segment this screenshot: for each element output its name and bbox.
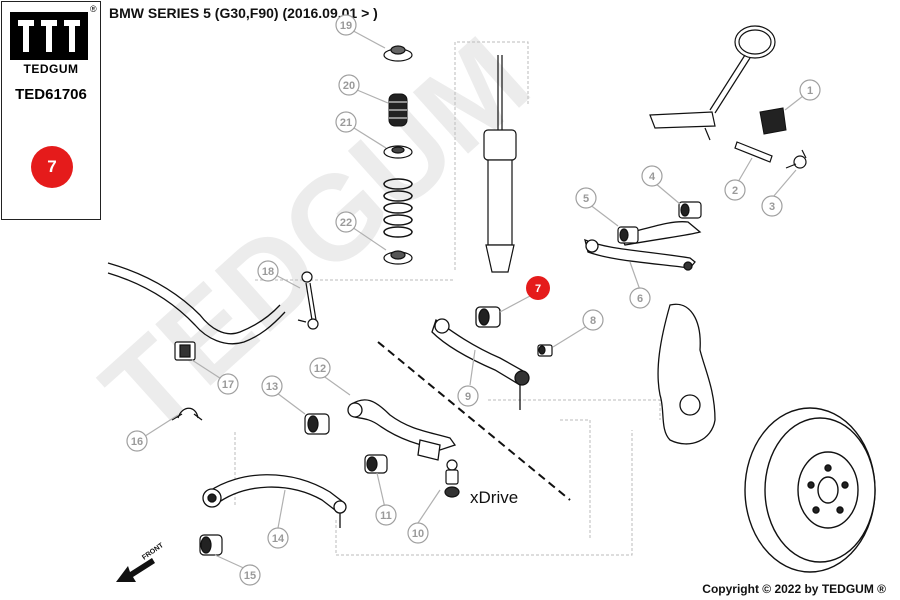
- svg-text:16: 16: [131, 436, 143, 448]
- svg-text:4: 4: [649, 171, 656, 183]
- front-direction-arrow: FRONT: [116, 542, 165, 582]
- svg-text:11: 11: [380, 510, 392, 522]
- svg-text:5: 5: [583, 193, 589, 205]
- callout-5: 5: [575, 187, 597, 209]
- lower-spring-seat: [383, 250, 413, 265]
- svg-text:10: 10: [412, 528, 424, 540]
- coil-spring: [383, 178, 413, 238]
- part-number: TED61706: [15, 86, 87, 103]
- svg-text:7: 7: [535, 283, 541, 295]
- callout-6: 6: [629, 287, 651, 309]
- callout-14: 14: [267, 527, 289, 549]
- bushing-15: [199, 534, 223, 556]
- steering-knuckle: [657, 303, 716, 445]
- steering-column: [649, 25, 776, 141]
- tedgum-logo: [10, 12, 88, 60]
- lower-wishbone-12: [347, 399, 457, 461]
- upper-arm-bushing-5: [617, 226, 639, 244]
- callout-19: 19: [335, 14, 357, 36]
- tension-strut-14: [202, 474, 347, 528]
- strut-mount: [383, 45, 413, 62]
- svg-text:19: 19: [340, 20, 352, 32]
- copyright-notice: Copyright © 2022 by TEDGUM ®: [702, 582, 886, 596]
- xdrive-label: xDrive: [470, 488, 518, 507]
- callout-3: 3: [761, 195, 783, 217]
- svg-text:14: 14: [272, 533, 285, 545]
- lower-front-arm: [431, 318, 530, 410]
- upper-arm-bushing-4: [678, 201, 702, 219]
- vehicle-title: BMW SERIES 5 (G30,F90) (2016.09.01 > ): [109, 5, 378, 21]
- svg-text:15: 15: [244, 570, 256, 582]
- upper-control-arm: [584, 221, 702, 271]
- callout-18: 18: [257, 260, 279, 282]
- shock-absorber: [483, 55, 517, 273]
- callouts: 1 2 3 4 5 6 7 8 9 10 11 12 13 14 15 16 1…: [126, 14, 821, 586]
- watermark-text: TEDGUM: [78, 12, 554, 460]
- callout-8: 8: [582, 309, 604, 331]
- bushing-13: [304, 413, 330, 435]
- bushing-8: [537, 344, 553, 357]
- xdrive-divider: [377, 341, 571, 501]
- callout-17: 17: [217, 373, 239, 395]
- callout-22: 22: [335, 211, 357, 233]
- svg-text:3: 3: [769, 201, 775, 213]
- callout-10: 10: [407, 522, 429, 544]
- svg-text:2: 2: [732, 185, 738, 197]
- svg-text:17: 17: [222, 379, 234, 391]
- callout-12: 12: [309, 357, 331, 379]
- front-label: FRONT: [141, 542, 165, 562]
- callout-16: 16: [126, 430, 148, 452]
- svg-text:18: 18: [262, 266, 274, 278]
- stabilizer-bar: [107, 262, 286, 345]
- spring-seat: [383, 145, 413, 159]
- callout-20: 20: [338, 74, 360, 96]
- stabilizer-bushing: [174, 341, 196, 361]
- bump-stop: [388, 93, 408, 127]
- callout-11: 11: [375, 504, 397, 526]
- svg-text:12: 12: [314, 363, 326, 375]
- brand-name: TEDGUM: [23, 62, 79, 76]
- brand-panel: ® TEDGUM TED61706 7: [1, 1, 101, 220]
- svg-text:8: 8: [590, 315, 596, 327]
- callout-7-highlighted: 7: [526, 276, 550, 300]
- callout-21: 21: [335, 111, 357, 133]
- registered-mark: ®: [90, 4, 97, 14]
- tie-rod-end: [785, 149, 807, 169]
- callout-9: 9: [457, 385, 479, 407]
- highlight-badge: 7: [31, 146, 73, 188]
- callout-4: 4: [641, 165, 663, 187]
- callout-13: 13: [261, 375, 283, 397]
- svg-text:20: 20: [343, 80, 355, 92]
- svg-text:21: 21: [340, 117, 352, 129]
- svg-text:9: 9: [465, 391, 471, 403]
- callout-2: 2: [724, 179, 746, 201]
- svg-text:1: 1: [807, 85, 813, 97]
- ball-joint-10: [444, 459, 460, 498]
- bushing-clamp: [171, 407, 203, 421]
- inner-tie-rod: [734, 141, 773, 163]
- stabilizer-link: [297, 271, 319, 330]
- svg-text:6: 6: [637, 293, 643, 305]
- brake-disc-wheel: [744, 407, 876, 573]
- callout-15: 15: [239, 564, 261, 586]
- steering-boot: [759, 107, 787, 135]
- bushing-11: [364, 454, 388, 474]
- callout-1: 1: [799, 79, 821, 101]
- svg-text:22: 22: [340, 217, 352, 229]
- svg-text:13: 13: [266, 381, 278, 393]
- bushing-7-highlighted: [475, 306, 501, 328]
- watermark: TEDGUM: [78, 12, 554, 460]
